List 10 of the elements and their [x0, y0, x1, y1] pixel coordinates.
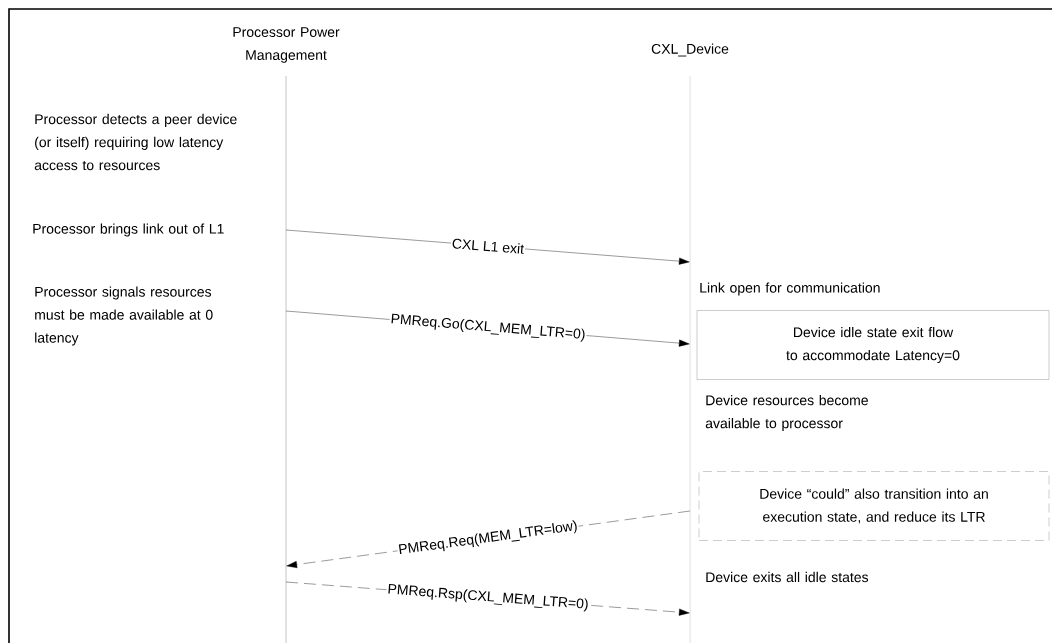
- participant-label: CXL_Device: [651, 43, 729, 57]
- annotation-text: Device exits all idle states: [706, 571, 869, 583]
- note-box: Device “could” also transition into an execution state, and reduce its LTR: [698, 471, 1050, 541]
- participant-label: Processor Power Management: [233, 27, 340, 63]
- edge-label: CXL L1 exit: [450, 236, 526, 256]
- annotation-text: Processor detects a peer device (or itself) requiring low latency access to resources: [34, 113, 237, 171]
- process-box: Device idle state exit flow to accommodate Latency=0: [696, 310, 1050, 380]
- annotation-text: Processor signals resources must be made available at 0 latency: [35, 286, 213, 346]
- annotation-text: Device resources become available to processor: [705, 395, 868, 432]
- annotation-text: Link open for communication: [700, 282, 880, 296]
